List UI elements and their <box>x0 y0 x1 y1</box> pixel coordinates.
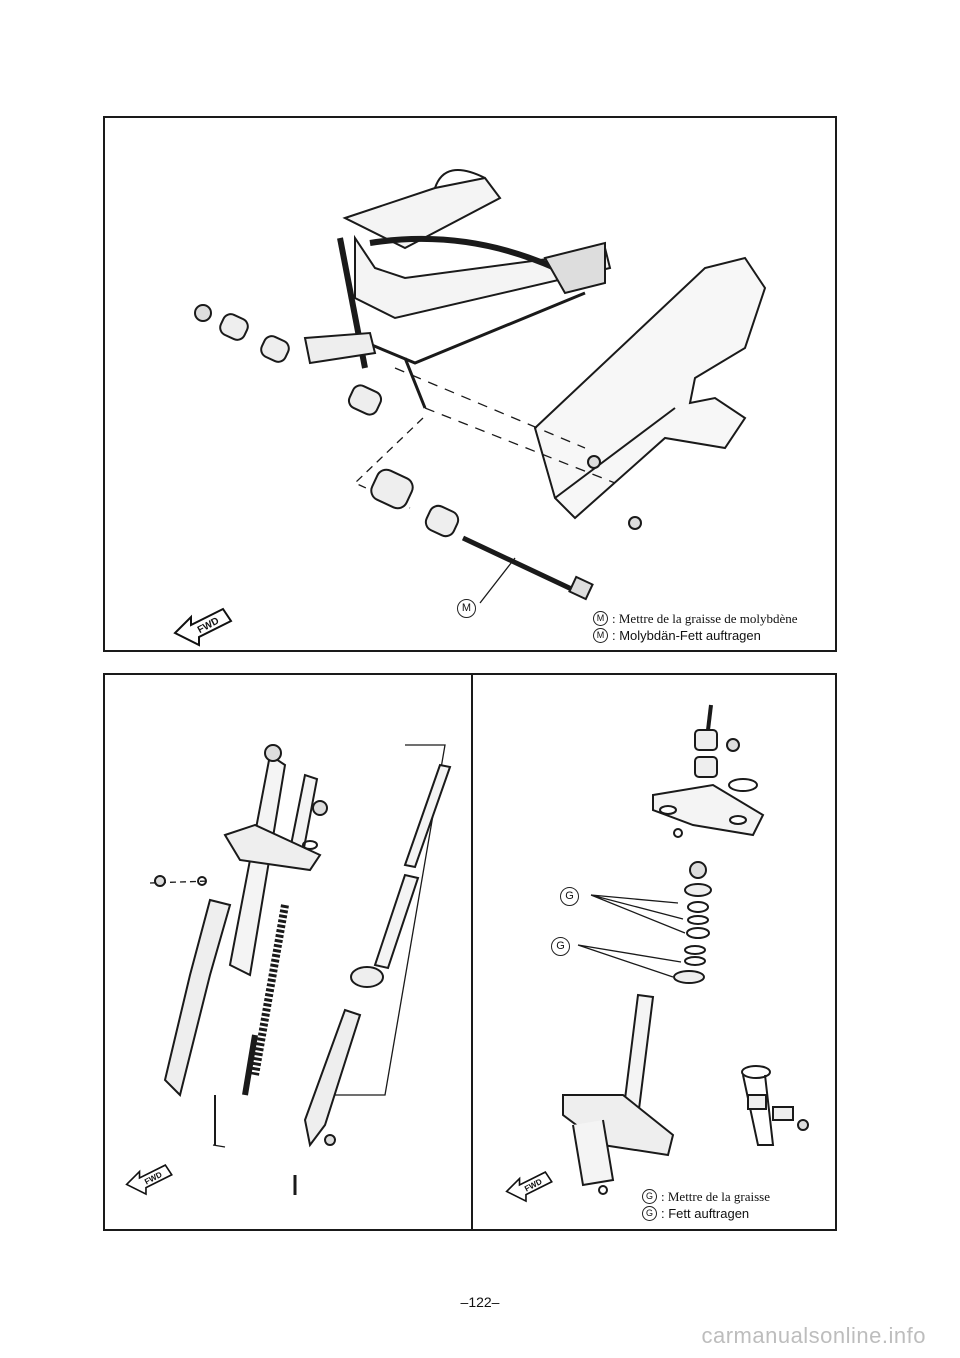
grease-callout-lower: G <box>551 937 570 956</box>
top-legend: M : Mettre de la graisse de molybdène M … <box>593 610 798 644</box>
legend-row-fr: G : Mettre de la graisse <box>642 1188 770 1205</box>
legend-symbol: M <box>593 628 608 643</box>
swingarm-diagram-panel: M FWD M : Mettre de la graisse de molybd… <box>103 116 837 652</box>
molybdenum-grease-callout: M <box>457 599 476 618</box>
grease-callout-upper: G <box>560 887 579 906</box>
front-fork-illustration <box>149 744 452 1195</box>
legend-symbol: G <box>642 1206 657 1221</box>
fwd-arrow-icon: FWD <box>505 1171 553 1203</box>
legend-text-de: : Molybdän-Fett auftragen <box>612 628 761 643</box>
panel-divider <box>471 673 473 1231</box>
legend-symbol: G <box>642 1189 657 1204</box>
legend-text-fr: : Mettre de la graisse de molybdène <box>612 611 798 626</box>
legend-text-fr: : Mettre de la graisse <box>661 1189 771 1204</box>
watermark: carmanualsonline.info <box>701 1323 926 1348</box>
fwd-arrow-icon: FWD <box>173 607 233 647</box>
legend-row-de: M : Molybdän-Fett auftragen <box>593 627 798 644</box>
fwd-arrow-icon: FWD <box>125 1164 173 1196</box>
legend-symbol: M <box>593 611 608 626</box>
legend-row-de: G : Fett auftragen <box>642 1205 770 1222</box>
swingarm-illustration <box>194 169 767 604</box>
legend-text-de: : Fett auftragen <box>661 1206 750 1221</box>
page-number: –122– <box>460 1294 500 1310</box>
legend-row-fr: M : Mettre de la graisse de molybdène <box>593 610 798 627</box>
steering-head-illustration <box>562 704 809 1195</box>
front-fork-steering-panel: FWD G G FWD G <box>103 673 837 1231</box>
bottom-right-legend: G : Mettre de la graisse G : Fett auftra… <box>642 1188 770 1222</box>
